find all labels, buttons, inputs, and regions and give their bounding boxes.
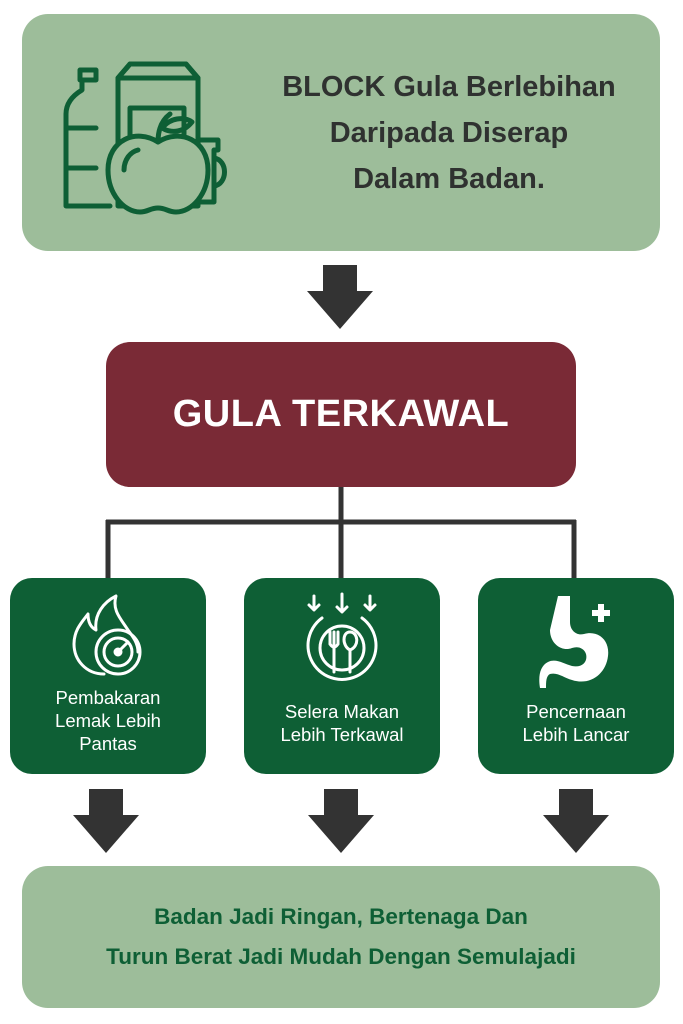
result-box: Badan Jadi Ringan, Bertenaga Dan Turun B… (22, 866, 660, 1008)
arrow-down-icon (308, 789, 374, 855)
plate-cutlery-icon (300, 592, 384, 689)
card-digestion: Pencernaan Lebih Lancar (478, 578, 674, 774)
groceries-icon (58, 58, 228, 218)
arrow-down-icon (543, 789, 609, 855)
top-line-2: Daripada Diserap (329, 117, 569, 149)
result-line-1: Badan Jadi Ringan, Bertenaga Dan (154, 904, 528, 929)
arrow-down-icon (73, 789, 139, 855)
top-description: BLOCK Gula Berlebihan Daripada Diserap D… (254, 64, 644, 202)
card-1-line-2: Lemak Lebih (55, 710, 161, 731)
card-1-text: Pembakaran Lemak Lebih Pantas (10, 686, 206, 755)
card-2-line-2: Lebih Terkawal (280, 724, 404, 745)
stomach-icon (538, 594, 614, 695)
center-title: GULA TERKAWAL (172, 393, 510, 435)
card-3-text: Pencernaan Lebih Lancar (478, 700, 674, 746)
gula-terkawal-box: GULA TERKAWAL (106, 342, 576, 487)
card-2-line-1: Selera Makan (284, 701, 400, 722)
result-text: Badan Jadi Ringan, Bertenaga Dan Turun B… (22, 897, 660, 977)
card-1-line-3: Pantas (79, 733, 137, 754)
card-1-line-1: Pembakaran (55, 687, 161, 708)
arrow-down-icon (307, 265, 373, 331)
card-fat-burning: Pembakaran Lemak Lebih Pantas (10, 578, 206, 774)
top-line-1: BLOCK Gula Berlebihan (282, 71, 616, 103)
result-line-2: Turun Berat Jadi Mudah Dengan Semulajadi (106, 944, 576, 969)
card-3-line-2: Lebih Lancar (522, 724, 630, 745)
fire-gauge-icon (70, 594, 146, 683)
top-line-3: Dalam Badan. (353, 163, 545, 195)
card-2-text: Selera Makan Lebih Terkawal (244, 700, 440, 746)
card-3-line-1: Pencernaan (526, 701, 626, 722)
card-appetite: Selera Makan Lebih Terkawal (244, 578, 440, 774)
top-box: BLOCK Gula Berlebihan Daripada Diserap D… (22, 14, 660, 251)
